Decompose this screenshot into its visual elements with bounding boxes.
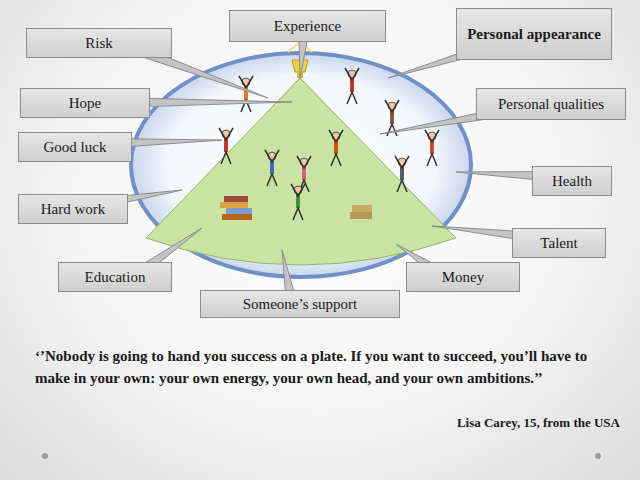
label-text: Money — [442, 269, 485, 286]
slide-dot — [42, 453, 48, 459]
climber — [425, 130, 439, 166]
label-text: Talent — [540, 235, 577, 252]
climber — [219, 128, 233, 164]
mountain — [146, 78, 456, 265]
label-box: Education — [58, 262, 172, 292]
label-text: Personal appearance — [467, 26, 601, 43]
scene-ellipse — [131, 53, 471, 277]
climbers — [219, 68, 439, 220]
label-text: Good luck — [44, 139, 107, 156]
label-text: Risk — [85, 35, 113, 52]
label-box: Someone’s support — [200, 290, 400, 318]
climber — [329, 130, 343, 166]
label-text: Hard work — [41, 201, 106, 218]
climber — [265, 150, 279, 186]
quote-text: ‘’Nobody is going to hand you success on… — [35, 346, 615, 390]
label-box: Personal qualities — [476, 88, 626, 120]
label-text: Experience — [274, 18, 341, 35]
money-stack — [350, 205, 372, 219]
climber — [395, 156, 409, 192]
leader-wedges — [97, 32, 556, 300]
climber — [345, 68, 359, 104]
label-box: Health — [532, 166, 612, 196]
label-text: Health — [552, 173, 592, 190]
label-text: Personal qualities — [498, 96, 604, 113]
label-box: Experience — [229, 10, 386, 42]
climber — [291, 184, 305, 220]
label-text: Someone’s support — [243, 296, 358, 313]
label-text: Education — [85, 269, 146, 286]
label-box: Risk — [26, 28, 172, 58]
label-text: Hope — [69, 95, 102, 112]
label-box: Hope — [20, 88, 150, 118]
slide-dot — [595, 453, 601, 459]
label-box: Talent — [512, 228, 606, 258]
climber — [239, 76, 253, 112]
label-box: Good luck — [18, 132, 132, 162]
label-box: Hard work — [18, 194, 128, 224]
label-box: Personal appearance — [456, 8, 612, 60]
books-stack — [220, 196, 252, 220]
label-box: Money — [406, 262, 520, 292]
attribution: Lisa Carey, 15, from the USA — [330, 414, 620, 433]
